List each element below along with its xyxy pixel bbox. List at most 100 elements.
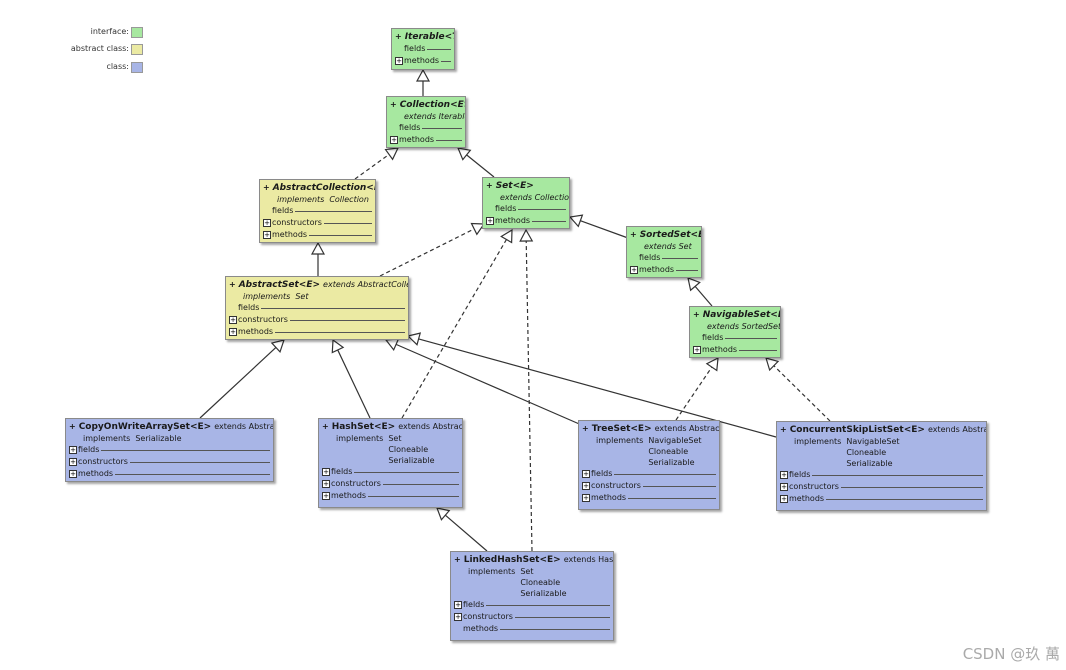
visibility-plus-icon: + bbox=[229, 280, 236, 289]
legend-class: class: bbox=[40, 61, 143, 73]
legend-swatch-class bbox=[131, 62, 143, 73]
implemented-interface: Serializable bbox=[135, 434, 182, 443]
class-header: +NavigableSet<E> bbox=[693, 309, 780, 321]
implemented-interface: Serializable bbox=[520, 589, 567, 598]
extends-row: extends Set bbox=[644, 242, 692, 251]
section-methods[interactable]: +methods bbox=[69, 468, 270, 480]
class-box-linkedhashset[interactable]: +LinkedHashSet<E>extends HashSetimplemen… bbox=[450, 551, 614, 641]
class-name: ConcurrentSkipListSet<E> bbox=[789, 425, 925, 435]
expand-plus-icon[interactable]: + bbox=[582, 481, 590, 490]
section-divider bbox=[130, 462, 270, 463]
expand-plus-icon[interactable]: + bbox=[263, 230, 271, 239]
section-methods[interactable]: +methods bbox=[390, 134, 462, 146]
section-methods[interactable]: +methods bbox=[780, 493, 983, 505]
expand-plus-icon[interactable]: + bbox=[486, 216, 494, 225]
section-constructors[interactable]: +constructors bbox=[69, 456, 270, 468]
expand-plus-icon[interactable]: + bbox=[582, 493, 590, 502]
edge-abstractset-to-set bbox=[379, 228, 475, 277]
class-box-iterable[interactable]: + Iterable<T>fields+methods bbox=[391, 28, 455, 70]
section-constructors[interactable]: +constructors bbox=[780, 481, 983, 493]
legend-interface: interface: bbox=[40, 26, 143, 38]
edge-treeset-to-navigableset bbox=[675, 366, 713, 421]
legend-label: interface: bbox=[90, 27, 129, 36]
expand-plus-icon[interactable]: + bbox=[395, 56, 403, 65]
expand-plus-icon[interactable]: + bbox=[322, 491, 330, 500]
expand-plus-icon[interactable]: + bbox=[693, 345, 701, 354]
expand-plus-icon[interactable]: + bbox=[780, 494, 788, 503]
section-methods[interactable]: +methods bbox=[263, 229, 372, 241]
section-methods[interactable]: +methods bbox=[630, 264, 698, 276]
section-fields[interactable]: +fields bbox=[322, 466, 459, 478]
class-header: +AbstractCollection<E> bbox=[263, 182, 375, 194]
section-fields[interactable]: +fields bbox=[454, 599, 610, 611]
section-constructors[interactable]: +constructors bbox=[229, 314, 405, 326]
section-label: methods bbox=[399, 135, 435, 144]
section-divider bbox=[290, 320, 405, 321]
section-constructors[interactable]: +constructors bbox=[454, 611, 610, 623]
section-label: fields bbox=[639, 253, 661, 262]
expand-plus-icon[interactable]: + bbox=[582, 469, 590, 478]
section-label: fields bbox=[331, 467, 353, 476]
section-methods[interactable]: +methods bbox=[582, 492, 716, 504]
section-divider bbox=[676, 270, 698, 271]
section-methods[interactable]: +methods bbox=[322, 490, 459, 502]
visibility-plus-icon: + bbox=[390, 100, 397, 109]
expand-plus-icon[interactable]: + bbox=[780, 482, 788, 491]
implements-list: Serializable bbox=[135, 433, 181, 444]
expand-plus-icon[interactable]: + bbox=[229, 327, 237, 336]
section-methods[interactable]: +methods bbox=[229, 326, 405, 338]
class-box-abstractset[interactable]: +AbstractSet<E>extends AbstractCollectio… bbox=[225, 276, 409, 340]
expand-plus-icon[interactable]: + bbox=[322, 467, 330, 476]
implemented-interface: NavigableSet bbox=[648, 436, 702, 445]
arrowhead-linkedhashset-to-hashset bbox=[436, 507, 451, 521]
expand-plus-icon[interactable]: + bbox=[69, 445, 77, 454]
expand-plus-icon[interactable]: + bbox=[263, 218, 271, 227]
section-fields[interactable]: +fields bbox=[780, 469, 983, 481]
expand-plus-icon[interactable]: + bbox=[322, 479, 330, 488]
class-box-abstractcollection[interactable]: +AbstractCollection<E>implementsCollecti… bbox=[259, 179, 376, 243]
class-name: Iterable<T> bbox=[404, 32, 454, 42]
section-methods[interactable]: +methods bbox=[486, 215, 566, 227]
section-methods[interactable]: +methods bbox=[395, 55, 451, 67]
section-constructors[interactable]: +constructors bbox=[263, 217, 372, 229]
expand-plus-icon[interactable]: + bbox=[69, 469, 77, 478]
section-constructors[interactable]: +constructors bbox=[322, 478, 459, 490]
section-fields: fields bbox=[395, 43, 451, 55]
expand-plus-icon[interactable]: + bbox=[454, 612, 462, 621]
section-constructors[interactable]: +constructors bbox=[582, 480, 716, 492]
class-box-navigableset[interactable]: +NavigableSet<E>extends SortedSetfields+… bbox=[689, 306, 781, 358]
class-box-cslss[interactable]: +ConcurrentSkipListSet<E>extends Abstrac… bbox=[776, 421, 987, 511]
expand-plus-icon[interactable]: + bbox=[780, 470, 788, 479]
expand-plus-icon[interactable]: + bbox=[229, 315, 237, 324]
section-label: constructors bbox=[78, 457, 128, 466]
section-divider bbox=[500, 629, 610, 630]
visibility-plus-icon: + bbox=[630, 230, 637, 239]
class-box-hashset[interactable]: +HashSet<E>extends AbstractSetimplements… bbox=[318, 418, 463, 508]
class-name: Set<E> bbox=[495, 181, 534, 191]
expand-plus-icon[interactable]: + bbox=[69, 457, 77, 466]
edge-navigableset-to-sortedset bbox=[694, 285, 713, 307]
section-divider bbox=[841, 487, 983, 488]
implements-list: Collection bbox=[329, 194, 369, 205]
implements-keyword: implements bbox=[243, 292, 291, 301]
section-label: methods bbox=[639, 265, 675, 274]
section-divider bbox=[368, 496, 459, 497]
section-fields[interactable]: +fields bbox=[69, 444, 270, 456]
section-methods[interactable]: +methods bbox=[693, 344, 777, 356]
edge-linkedhashset-to-hashset bbox=[444, 514, 488, 552]
section-label: constructors bbox=[591, 481, 641, 490]
expand-plus-icon[interactable]: + bbox=[630, 265, 638, 274]
class-name: LinkedHashSet<E> bbox=[463, 555, 561, 565]
section-fields[interactable]: +fields bbox=[582, 468, 716, 480]
class-box-cowas[interactable]: +CopyOnWriteArraySet<E>extends AbstractS… bbox=[65, 418, 274, 482]
class-box-treeset[interactable]: +TreeSet<E>extends AbstractSetimplements… bbox=[578, 420, 720, 510]
expand-plus-icon[interactable]: + bbox=[390, 135, 398, 144]
section-divider bbox=[275, 332, 405, 333]
expand-plus-icon[interactable]: + bbox=[454, 600, 462, 609]
